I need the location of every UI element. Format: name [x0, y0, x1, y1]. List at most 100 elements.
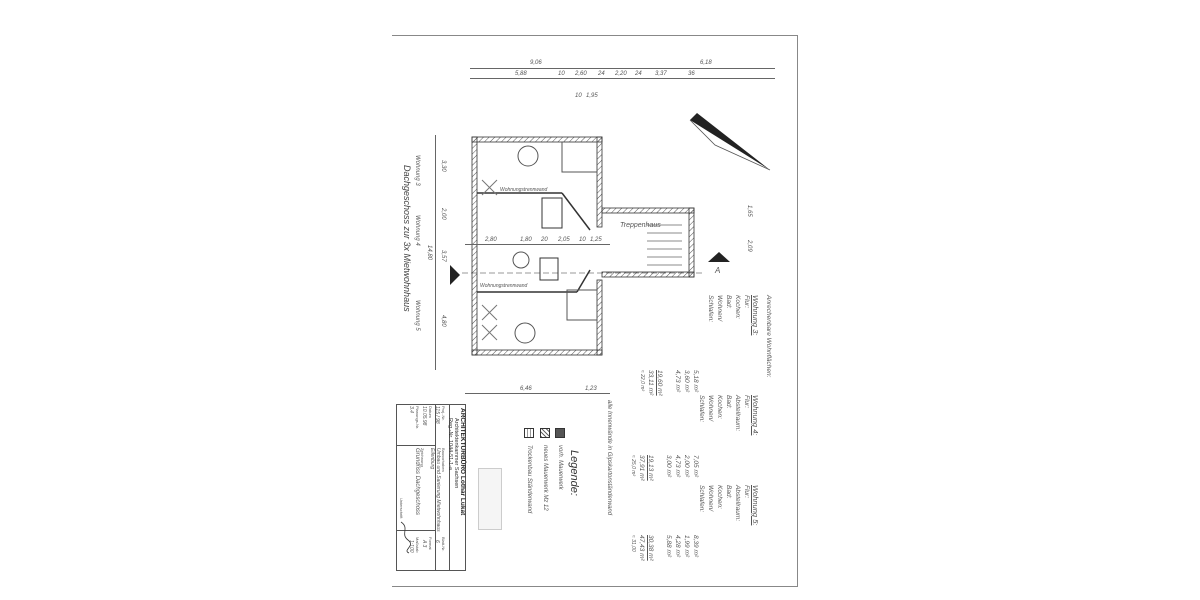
dim-line-mid [465, 244, 610, 245]
unit-3-label: Flur: [743, 295, 750, 308]
dim-inner-5: 2,20 [615, 71, 627, 77]
signature-label: Unterschrift [399, 498, 404, 519]
dim-mid-5: 10 [579, 237, 586, 243]
unit-3-value: 19,60 m² [656, 370, 663, 396]
areas-header: Anrechenbare Wohnflächen: [765, 295, 772, 378]
north-arrow-icon [689, 113, 771, 171]
stairwell-label: Treppenhaus [620, 222, 661, 229]
unit-3-label: Schlafen: [707, 295, 714, 323]
format: A 3 [421, 540, 427, 548]
unit-4-value: 2,00 m² [683, 455, 690, 478]
label-wohnung-5: Wohnung 5 [414, 300, 420, 331]
dim-mid-1: 2,80 [485, 237, 497, 243]
dim-inner-7: 3,37 [655, 71, 667, 77]
proj-no-label: Proj.-Nr. [441, 406, 446, 421]
format-label: Format [428, 537, 433, 550]
dim-sub-1: 10 [575, 93, 582, 99]
dim-inner-8: 36 [688, 71, 695, 77]
section-marker-icon [708, 252, 730, 262]
project-name: Umbau und Sanierung Mietwohnhaus Eilenbu… [429, 448, 441, 532]
sheet-label: Blatt-Nr. [441, 537, 446, 552]
stamp [478, 468, 502, 530]
unit-3-label: Bad: [725, 295, 732, 309]
dim-inner-1: 5,88 [515, 71, 527, 77]
unit-3-values: 5,18 m² 3,60 m² 4,73 m² 19,60 m² 33,11 m… [637, 370, 700, 396]
unit-3-total: 33,11 m² [647, 370, 654, 396]
unit-5-label: Kochen: [716, 485, 723, 509]
dim-mid-2: 1,80 [520, 237, 532, 243]
unit-3-block: Wohnung 3: Flur: Kochen: Bad: Wohnen/ Sc… [706, 295, 760, 335]
unit-3-value: 4,73 m² [674, 370, 681, 393]
unit-4-label: Schlafen: [698, 395, 705, 423]
sheet-no: 6 [434, 540, 440, 543]
unit-5-value: 30,38 m² [647, 535, 654, 561]
unit-4-label: Wohnen/ [707, 395, 714, 422]
dim-side-1: 1,65 [746, 205, 752, 217]
section-marker-left-icon [450, 265, 460, 285]
dim-outer-2: 6,18 [700, 60, 712, 66]
date: 10.05.98 [421, 406, 427, 426]
unit-5-value: 1,99 m² [683, 535, 690, 558]
dim-inner-6: 24 [635, 71, 642, 77]
unit-5-block: Wohnung 5: Flur: Abstellraum: Bad: Koche… [697, 485, 760, 525]
dim-left-2: 2,00 [440, 208, 446, 220]
dim-left-1: 3,30 [440, 160, 446, 172]
unit-5-label: Wohnen/ [707, 485, 714, 512]
unit-4-label: Kochen: [716, 395, 723, 419]
dim-side-2: 2,09 [746, 240, 752, 252]
plan-no: 3.4 [408, 406, 414, 413]
dim-outer-1: 9,06 [530, 60, 542, 66]
unit-3-label: Wohnen/ [716, 295, 723, 322]
unit-4-value: 4,73 m² [674, 455, 681, 478]
unit-3-title: Wohnung 3: [751, 295, 760, 336]
dim-line-bottom [465, 393, 610, 394]
signature-icon [400, 521, 411, 554]
unit-5-value: 5,88 m² [665, 535, 672, 558]
dim-bottom-1: 6,46 [520, 386, 532, 392]
dim-mid-6: 1,25 [590, 237, 602, 243]
project-label: Bauvorhaben [441, 448, 446, 472]
section-label: A [715, 266, 721, 275]
unit-5-values: 8,39 m² 1,99 m² 4,28 m² 5,88 m² 30,38 m²… [628, 535, 700, 561]
dim-left-4: 4,80 [440, 315, 446, 327]
legend-swatch-new [540, 428, 550, 438]
dim-inner-4: 24 [598, 71, 605, 77]
unit-5-value: 4,28 m² [674, 535, 681, 558]
legend-title: Legende: [568, 450, 580, 496]
legend-swatch-existing [555, 428, 565, 438]
legend-item-3: Trockenbau Ständerwand [526, 445, 532, 514]
dim-line-outer [470, 68, 775, 69]
unit-4-value: 7,05 m² [692, 455, 699, 478]
floor-plan [462, 136, 702, 356]
dim-inner-2: 10 [558, 71, 565, 77]
partition-label-1: Wohnungstrennwand [500, 187, 548, 193]
unit-3-value: 3,60 m² [683, 370, 690, 393]
unit-5-value: 8,39 m² [692, 535, 699, 558]
legend-item-2: neues Mauerwerk Mz 12 [542, 445, 548, 511]
dim-mid-3: 20 [541, 237, 548, 243]
unit-3-note: ≈ 22,0 m² [639, 370, 645, 392]
dim-line-left [435, 135, 436, 370]
unit-4-block: Wohnung 4: Flur: Abstellraum: Bad: Koche… [697, 395, 760, 435]
unit-3-label: Kochen: [734, 295, 741, 319]
unit-4-label: Abstellraum: [734, 395, 741, 432]
scale-label: Maßstab [415, 537, 420, 553]
unit-5-total: 47,43 m² [638, 535, 645, 561]
drawing-sheet [392, 35, 798, 587]
dim-left-total: 14,80 [426, 245, 432, 261]
unit-4-label: Bad: [725, 395, 732, 409]
legend-swatch-drywall [524, 428, 534, 438]
office-name: ARCHITEKTURBÜRO Lothar Lukat [459, 408, 466, 516]
dim-left-3: 3,57 [440, 250, 446, 262]
date-label: Datum [428, 406, 433, 418]
dim-mid-4: 2,05 [558, 237, 570, 243]
unit-4-note: ≈ 25,0 m² [630, 455, 636, 477]
unit-4-value: 3,00 m² [665, 455, 672, 478]
unit-5-note: ≈ 31,00 [630, 535, 636, 552]
plan-no-label: Planungs-Nr. [415, 406, 420, 430]
content-label: Zeichnung [420, 448, 425, 467]
unit-3-value: 5,18 m² [692, 370, 699, 393]
partition-label-2: Wohnungstrennwand [480, 283, 528, 289]
dim-sub-2: 1,95 [586, 93, 598, 99]
unit-5-label: Abstellraum: [734, 485, 741, 522]
